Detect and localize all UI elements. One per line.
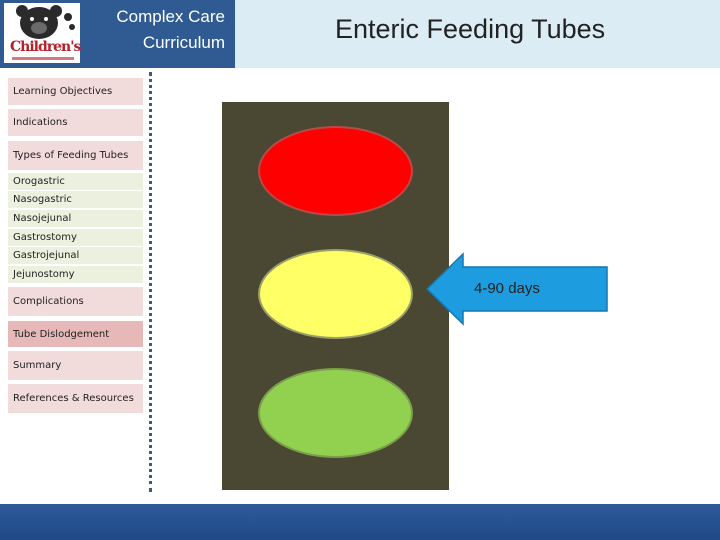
- logo-tagline-bar: [12, 57, 74, 60]
- arrow-callout-label: 4-90 days: [474, 280, 540, 297]
- nav-item-gastrojejunal[interactable]: Gastrojejunal: [8, 247, 143, 264]
- sidebar-divider: [149, 72, 152, 492]
- nav-item-gastrostomy[interactable]: Gastrostomy: [8, 229, 143, 246]
- nav-item-complications[interactable]: Complications: [8, 287, 143, 316]
- brand-line-2: Curriculum: [75, 30, 225, 56]
- brand-line-1: Complex Care: [75, 4, 225, 30]
- traffic-light-green-lamp: [258, 368, 413, 458]
- nav-item-references-resources[interactable]: References & Resources: [8, 384, 143, 413]
- brand-title: Complex Care Curriculum: [75, 4, 225, 56]
- logo-wordmark: Children's: [10, 39, 76, 55]
- nav-item-indications[interactable]: Indications: [8, 109, 143, 136]
- nav-item-summary[interactable]: Summary: [8, 351, 143, 380]
- brand-header: Children's Complex Care Curriculum: [0, 0, 235, 68]
- traffic-light-yellow-lamp: [258, 249, 413, 339]
- title-bar: Enteric Feeding Tubes: [235, 0, 720, 68]
- nav-item-jejunostomy[interactable]: Jejunostomy: [8, 266, 143, 283]
- nav-item-types-of-feeding-tubes[interactable]: Types of Feeding Tubes: [8, 141, 143, 170]
- nav-item-nasojejunal[interactable]: Nasojejunal: [8, 210, 143, 227]
- childrens-logo: Children's: [4, 3, 80, 63]
- nav-item-tube-dislodgement[interactable]: Tube Dislodgement: [8, 321, 143, 347]
- nav-item-learning-objectives[interactable]: Learning Objectives: [8, 78, 143, 105]
- nav-item-orogastric[interactable]: Orogastric: [8, 173, 143, 190]
- footer-bar: [0, 504, 720, 540]
- page-title: Enteric Feeding Tubes: [335, 14, 605, 45]
- nav-item-nasogastric[interactable]: Nasogastric: [8, 191, 143, 208]
- traffic-light-red-lamp: [258, 126, 413, 216]
